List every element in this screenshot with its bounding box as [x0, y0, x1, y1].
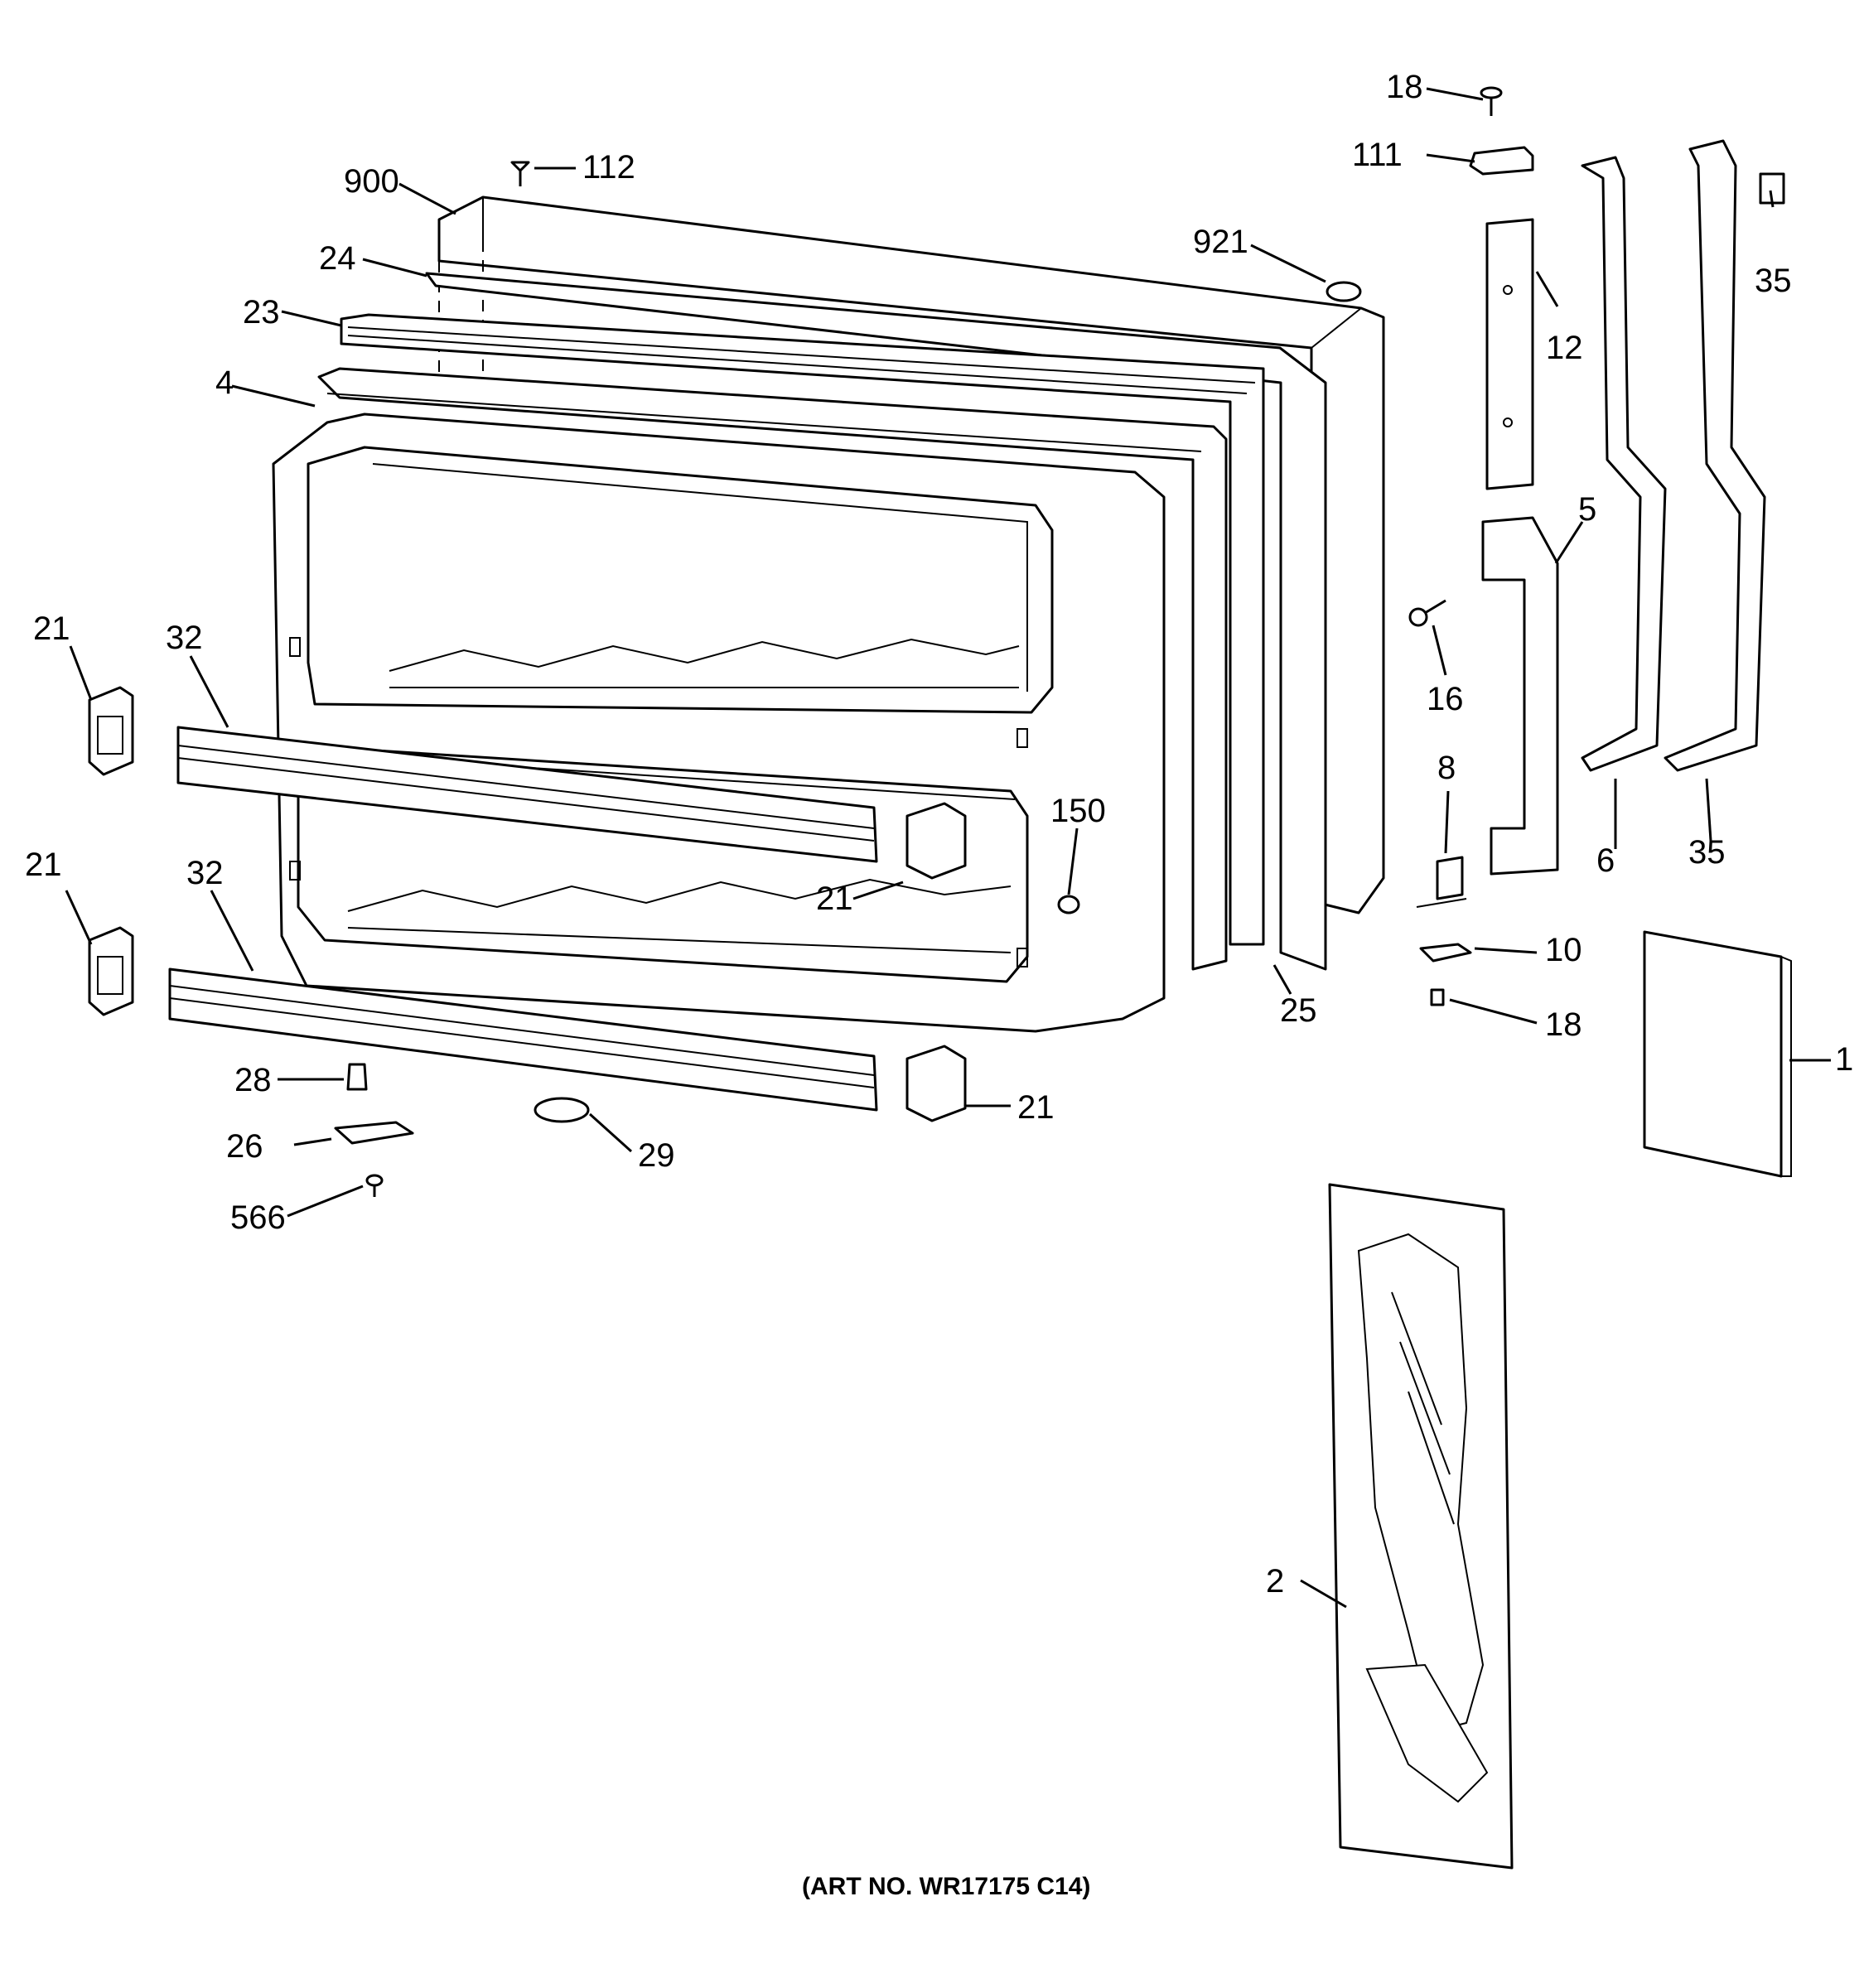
callout-18-bottom: 18 — [1545, 1006, 1582, 1043]
screw-16 — [1408, 599, 1446, 627]
door-gasket — [340, 272, 1327, 971]
callout-29: 29 — [638, 1137, 675, 1174]
screw-18-bottom — [1430, 988, 1445, 1006]
screw-112 — [510, 161, 530, 186]
callout-112: 112 — [582, 149, 635, 186]
callout-21-right-lower: 21 — [1017, 1089, 1055, 1126]
callout-21-left-lower: 21 — [25, 847, 62, 883]
callout-566: 566 — [230, 1199, 286, 1236]
callout-24: 24 — [319, 240, 356, 277]
callout-1: 1 — [1835, 1041, 1853, 1078]
callout-16: 16 — [1427, 681, 1464, 717]
door-shelf-bar-lower — [168, 967, 878, 1112]
screw-150 — [1057, 895, 1080, 914]
callout-23: 23 — [243, 294, 280, 331]
callout-25: 25 — [1280, 992, 1317, 1029]
art-number: (ART NO. WR17175 C14) — [802, 1873, 1090, 1900]
shelf-end-cap-right-upper — [905, 802, 967, 880]
handle-35 — [1664, 139, 1766, 772]
hinge-cap-111 — [1469, 146, 1534, 176]
callout-4: 4 — [215, 364, 234, 401]
callout-26: 26 — [226, 1128, 263, 1165]
door-stop-12 — [1485, 218, 1534, 490]
callout-12: 12 — [1546, 330, 1583, 366]
callout-8: 8 — [1437, 750, 1456, 786]
callout-5: 5 — [1578, 491, 1596, 528]
shelf-end-cap-left-upper — [88, 686, 134, 776]
shelf-end-cap-left-lower — [88, 926, 134, 1016]
callout-900: 900 — [344, 163, 399, 200]
callout-35-top: 35 — [1755, 263, 1792, 299]
callout-6: 6 — [1596, 842, 1615, 879]
shelf-end-cap-right-lower — [905, 1045, 967, 1122]
hinge-10 — [1419, 943, 1472, 963]
handle-bracket-5 — [1481, 516, 1559, 876]
screw-18-top — [1480, 86, 1503, 116]
callout-21-right-upper: 21 — [816, 881, 853, 917]
cam-8 — [1416, 856, 1467, 908]
leader-lines — [65, 87, 1831, 1609]
screw-566 — [365, 1174, 384, 1197]
owner-manual-1 — [1643, 930, 1792, 1178]
callout-18-top: 18 — [1386, 69, 1423, 105]
door-outer-panel — [437, 195, 1385, 914]
callout-111: 111 — [1352, 137, 1403, 173]
door-plug-921 — [1326, 281, 1362, 302]
shoulder-screw-28 — [346, 1063, 368, 1091]
door-liner — [272, 367, 1228, 1033]
callout-32-lower: 32 — [186, 855, 224, 891]
grommet-29 — [534, 1097, 590, 1123]
callout-10: 10 — [1545, 932, 1582, 968]
door-shelf-bar-upper — [176, 726, 878, 863]
hinge-plate-26 — [334, 1121, 414, 1145]
handle-trim-2 — [1328, 1183, 1514, 1870]
callout-labels: 18 111 112 900 921 35 24 23 12 4 5 21 32… — [25, 69, 1853, 1900]
callout-21-left-upper: 21 — [33, 610, 70, 647]
callout-28: 28 — [234, 1062, 272, 1098]
callout-35-bottom: 35 — [1688, 834, 1726, 871]
callout-32-upper: 32 — [166, 620, 203, 656]
callout-2: 2 — [1266, 1563, 1284, 1600]
handle-strap-6 — [1581, 156, 1667, 772]
callout-921: 921 — [1193, 224, 1248, 260]
callout-150: 150 — [1050, 793, 1106, 829]
